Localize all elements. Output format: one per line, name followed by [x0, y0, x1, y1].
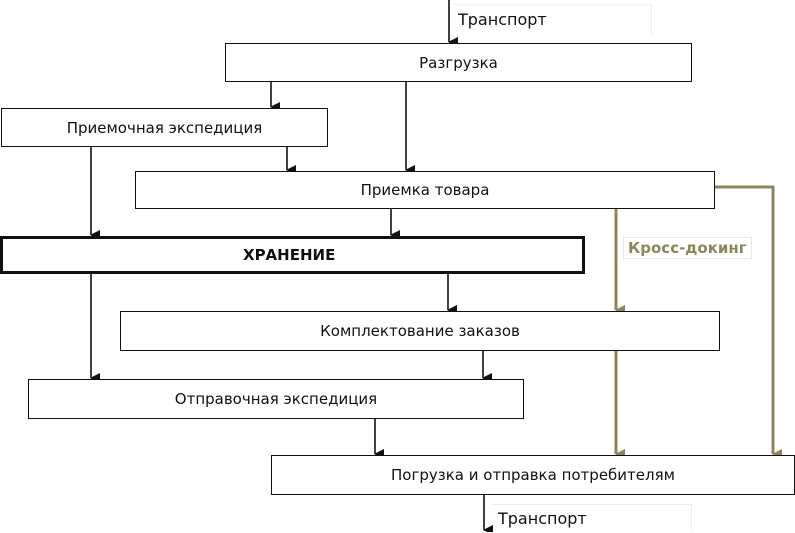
transport-in-label: Транспорт — [452, 4, 652, 34]
node-goods-acceptance-label: Приемка товара — [360, 181, 490, 199]
node-loading-dispatch: Погрузка и отправка потребителям — [271, 455, 795, 495]
node-goods-acceptance: Приемка товара — [135, 171, 715, 209]
cross-dock-bypass-arrow — [714, 185, 782, 459]
node-shipping-expedition-label: Отправочная экспедиция — [174, 390, 378, 408]
node-storage: ХРАНЕНИЕ — [0, 236, 585, 274]
node-receiving-expedition-label: Приемочная экспедиция — [66, 118, 263, 137]
node-order-picking-label: Комплектование заказов — [320, 322, 520, 340]
node-order-picking: Комплектование заказов — [120, 311, 720, 351]
transport-out-label: Транспорт — [492, 504, 692, 532]
cross-docking-label: Кросс-докинг — [623, 237, 752, 259]
node-unloading: Разгрузка — [225, 43, 692, 82]
node-loading-dispatch-label: Погрузка и отправка потребителям — [391, 466, 675, 484]
node-unloading-label: Разгрузка — [419, 53, 498, 72]
node-receiving-expedition: Приемочная экспедиция — [1, 108, 328, 147]
node-shipping-expedition: Отправочная экспедиция — [28, 379, 524, 419]
node-storage-label: ХРАНЕНИЕ — [243, 246, 336, 264]
